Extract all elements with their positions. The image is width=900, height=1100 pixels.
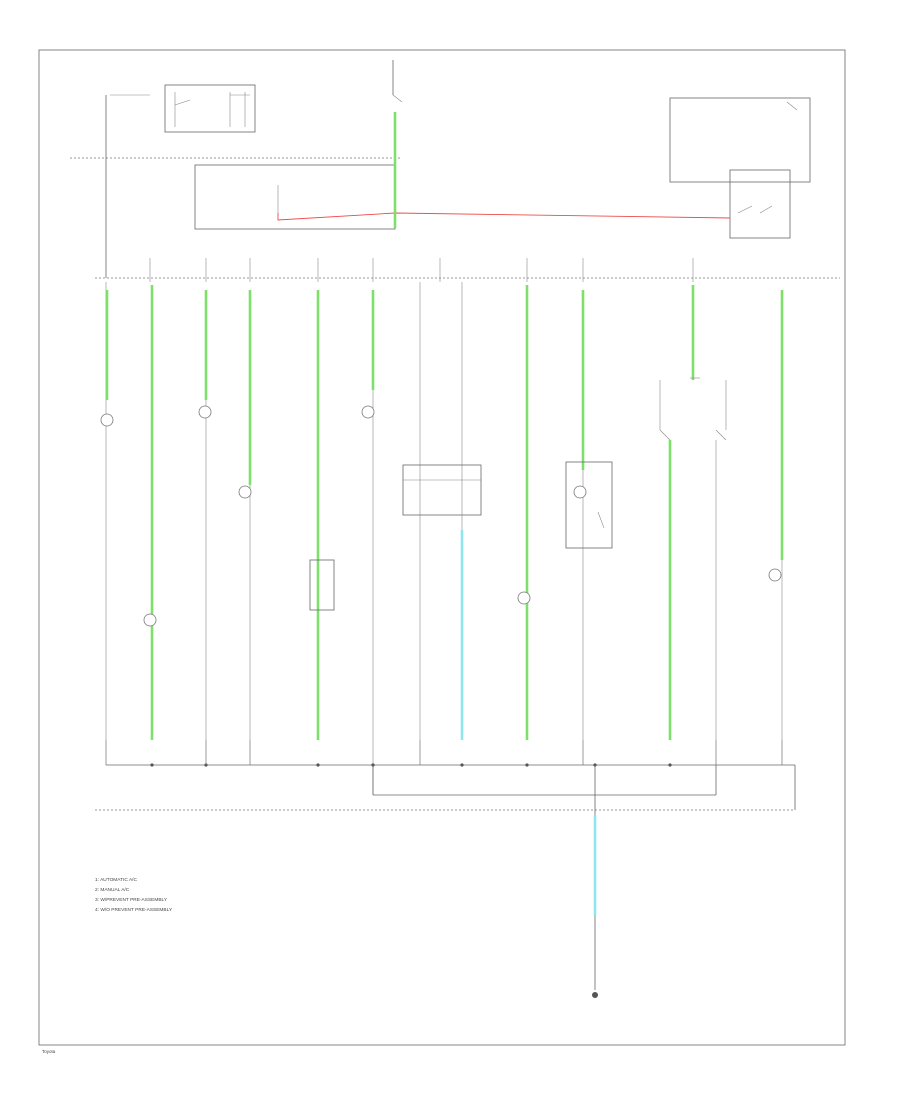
sensor-components xyxy=(100,405,782,627)
connector-ticks-bottom xyxy=(105,740,783,765)
connector-ticks-top xyxy=(149,258,694,282)
blower-motor-box xyxy=(565,461,613,549)
switch-box-right xyxy=(729,169,791,239)
branch-wires xyxy=(105,282,784,795)
note-3: 3: W/PREVENT PRE-ASSEMBLY xyxy=(95,897,168,903)
notes-list: 1: AUTOMATIC A/C 2: MANUAL A/C 3: W/PREV… xyxy=(95,877,173,913)
relay-box xyxy=(164,84,256,133)
red-signal-wire xyxy=(277,212,731,221)
note-2: 2: MANUAL A/C xyxy=(95,887,130,893)
diagram-frame xyxy=(38,49,846,1046)
ground-point xyxy=(592,992,598,998)
right-relay-box xyxy=(669,97,811,183)
switch-assembly xyxy=(659,377,727,441)
note-4: 4: W/O PREVENT PRE-ASSEMBLY xyxy=(95,907,173,913)
blower-control-box xyxy=(402,464,482,516)
note-1: 1: AUTOMATIC A/C xyxy=(95,877,137,883)
footer-mark: Toyota xyxy=(42,1049,56,1054)
